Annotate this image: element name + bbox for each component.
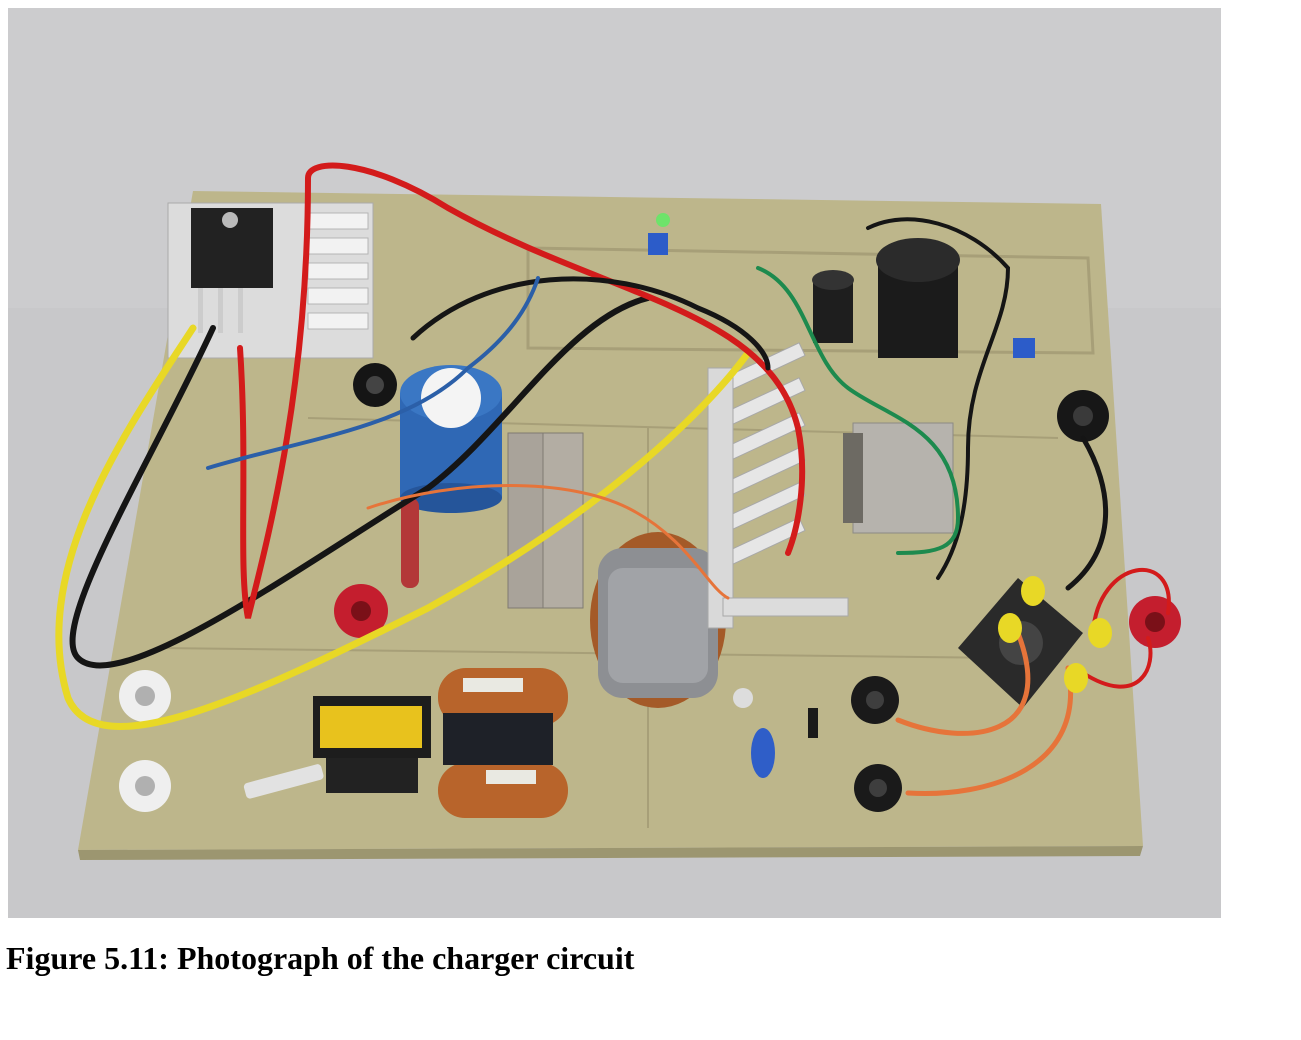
figure-caption: Figure 5.11: Photograph of the charger c… <box>6 940 635 976</box>
black-capacitors <box>812 238 960 358</box>
input-filter <box>313 668 568 818</box>
small-components <box>243 213 1035 799</box>
wires <box>55 162 1171 797</box>
small-transformer <box>843 422 954 534</box>
binding-posts <box>119 363 1181 812</box>
power-resistors <box>401 432 584 609</box>
toroidal-inductor <box>590 532 726 708</box>
heatsink-left <box>167 202 374 359</box>
connector-caps <box>998 576 1112 693</box>
blue-capacitor <box>400 365 502 513</box>
charger-circuit-photo <box>8 8 1221 918</box>
